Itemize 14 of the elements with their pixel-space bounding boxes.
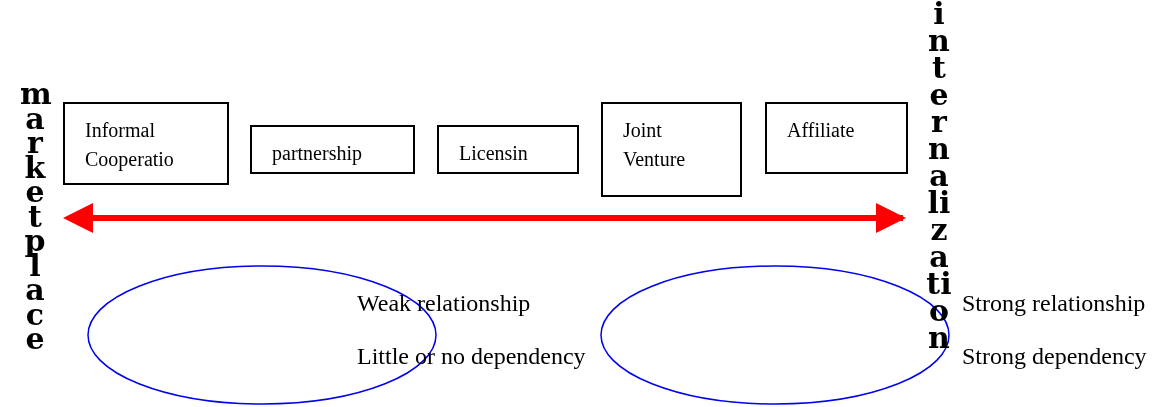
stage-label: partnership <box>272 141 362 167</box>
scale-label: Weak relationship <box>357 289 531 317</box>
scale-label: Strong relationship <box>962 289 1146 317</box>
stage-label: Affiliate <box>787 118 855 143</box>
stage-box <box>601 102 742 197</box>
stage-label: Informal Cooperatio <box>85 118 175 173</box>
stage-label: Licensin <box>459 141 528 166</box>
stage-box <box>250 125 415 174</box>
vertical-axis-label: marketplace <box>20 82 50 352</box>
stage-box <box>765 102 908 174</box>
stage-box <box>63 102 229 185</box>
stage-label: Joint Venture <box>623 118 687 172</box>
stage-box <box>437 125 579 174</box>
scale-label: Strong dependency <box>962 342 1147 370</box>
